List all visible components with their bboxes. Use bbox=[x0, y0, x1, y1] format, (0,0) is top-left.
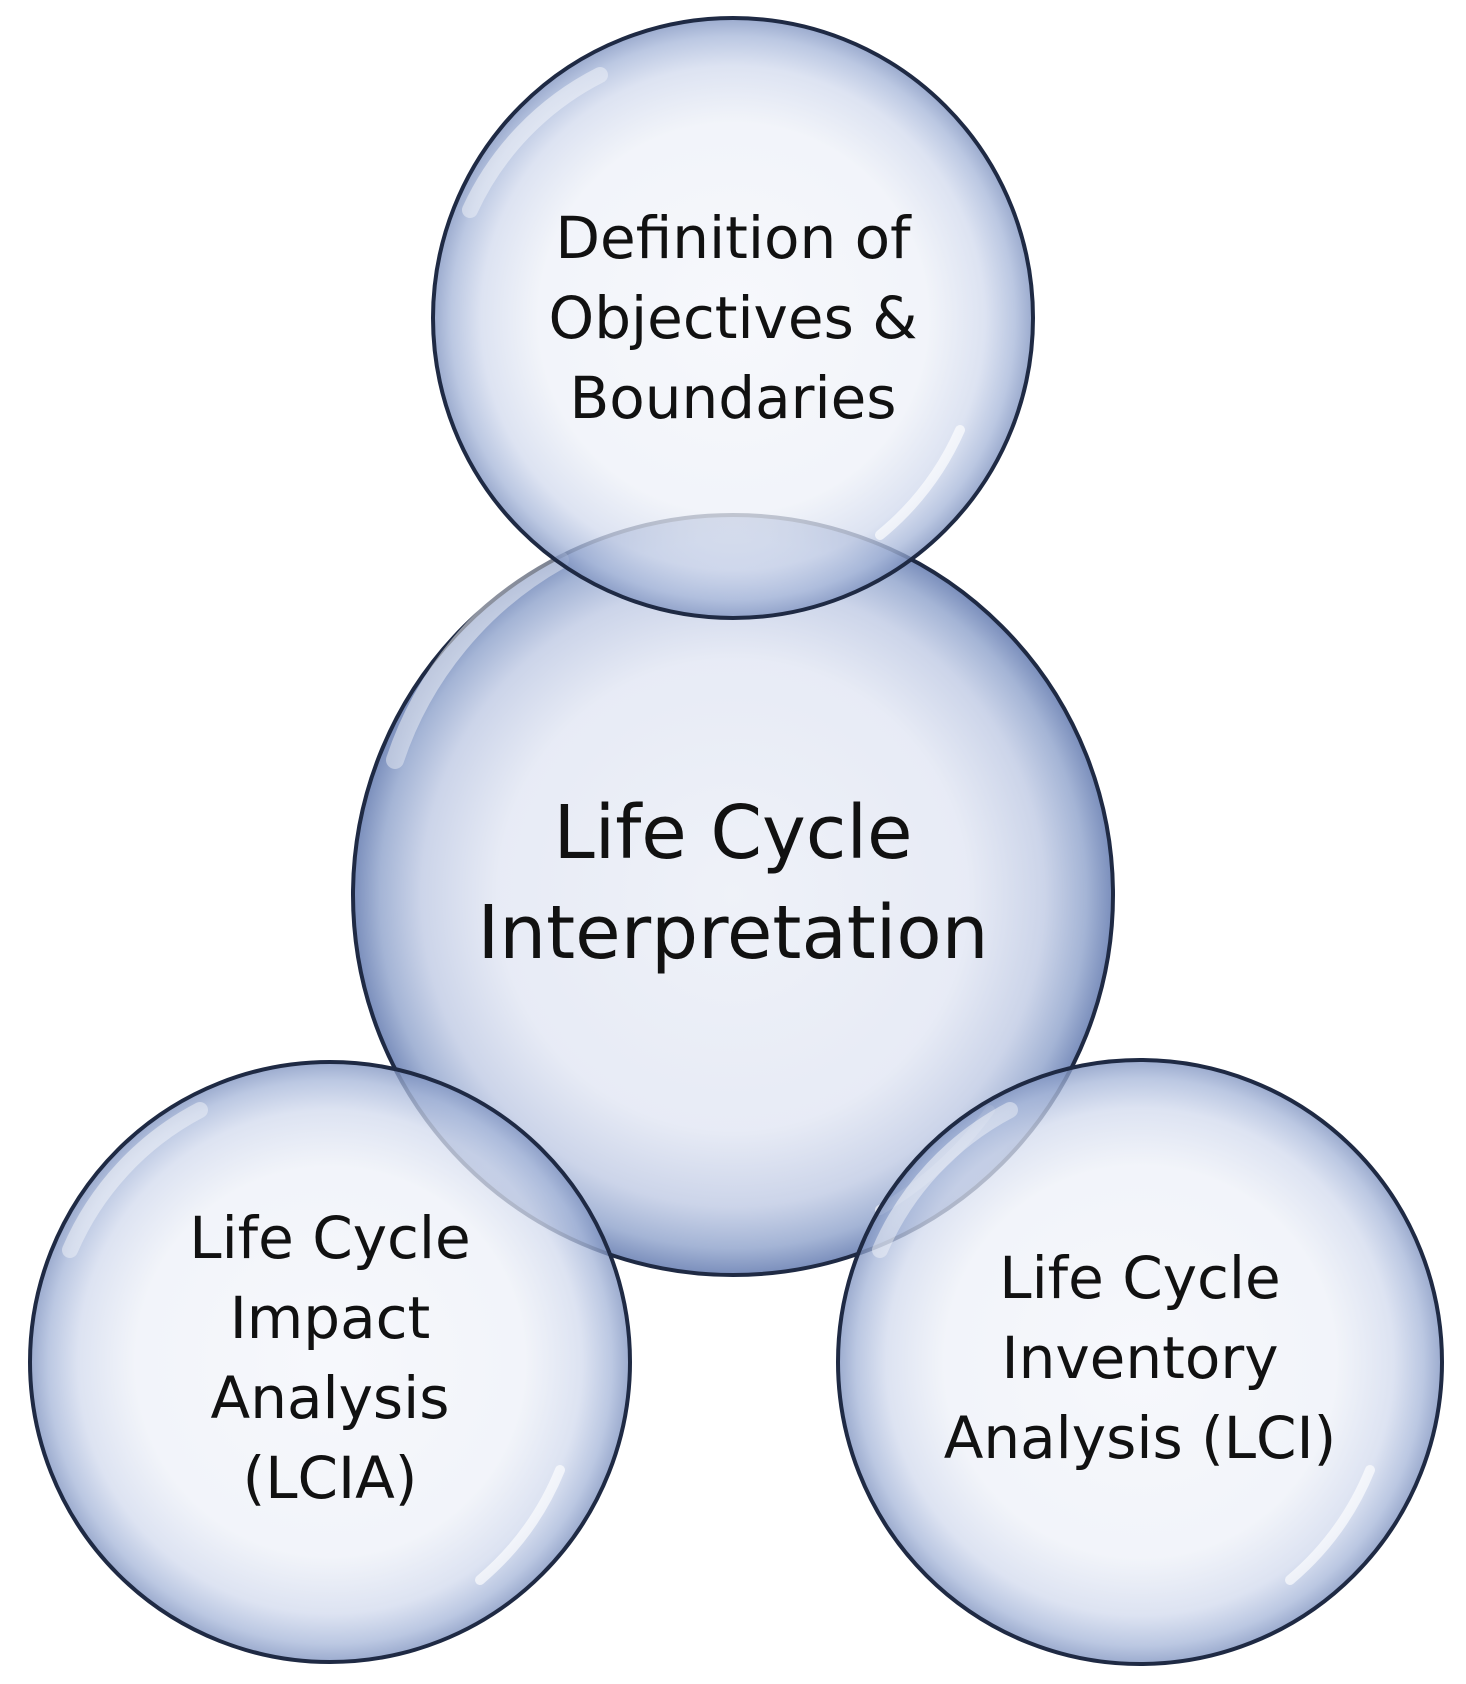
top-circle-line-3: Boundaries bbox=[569, 364, 896, 432]
top-circle-line-2: Objectives & bbox=[549, 284, 918, 352]
bottom-left-circle bbox=[28, 1060, 632, 1664]
bottom-left-circle-line-1: Life Cycle bbox=[189, 1204, 470, 1272]
bottom-right-circle bbox=[836, 1058, 1444, 1666]
top-circle bbox=[431, 16, 1035, 620]
center-circle-line-1: Life Cycle bbox=[553, 790, 912, 876]
bottom-right-circle-line-1: Life Cycle bbox=[999, 1244, 1280, 1312]
center-circle-line-2: Interpretation bbox=[477, 890, 988, 976]
bottom-left-circle-line-2: Impact bbox=[230, 1284, 431, 1352]
top-circle-line-1: Definition of bbox=[555, 204, 912, 272]
bottom-left-circle-line-4: (LCIA) bbox=[243, 1444, 418, 1512]
bottom-right-circle-line-2: Inventory bbox=[1001, 1324, 1278, 1392]
bottom-right-circle-line-3: Analysis (LCI) bbox=[944, 1404, 1337, 1472]
bottom-left-circle-line-3: Analysis bbox=[211, 1364, 450, 1432]
